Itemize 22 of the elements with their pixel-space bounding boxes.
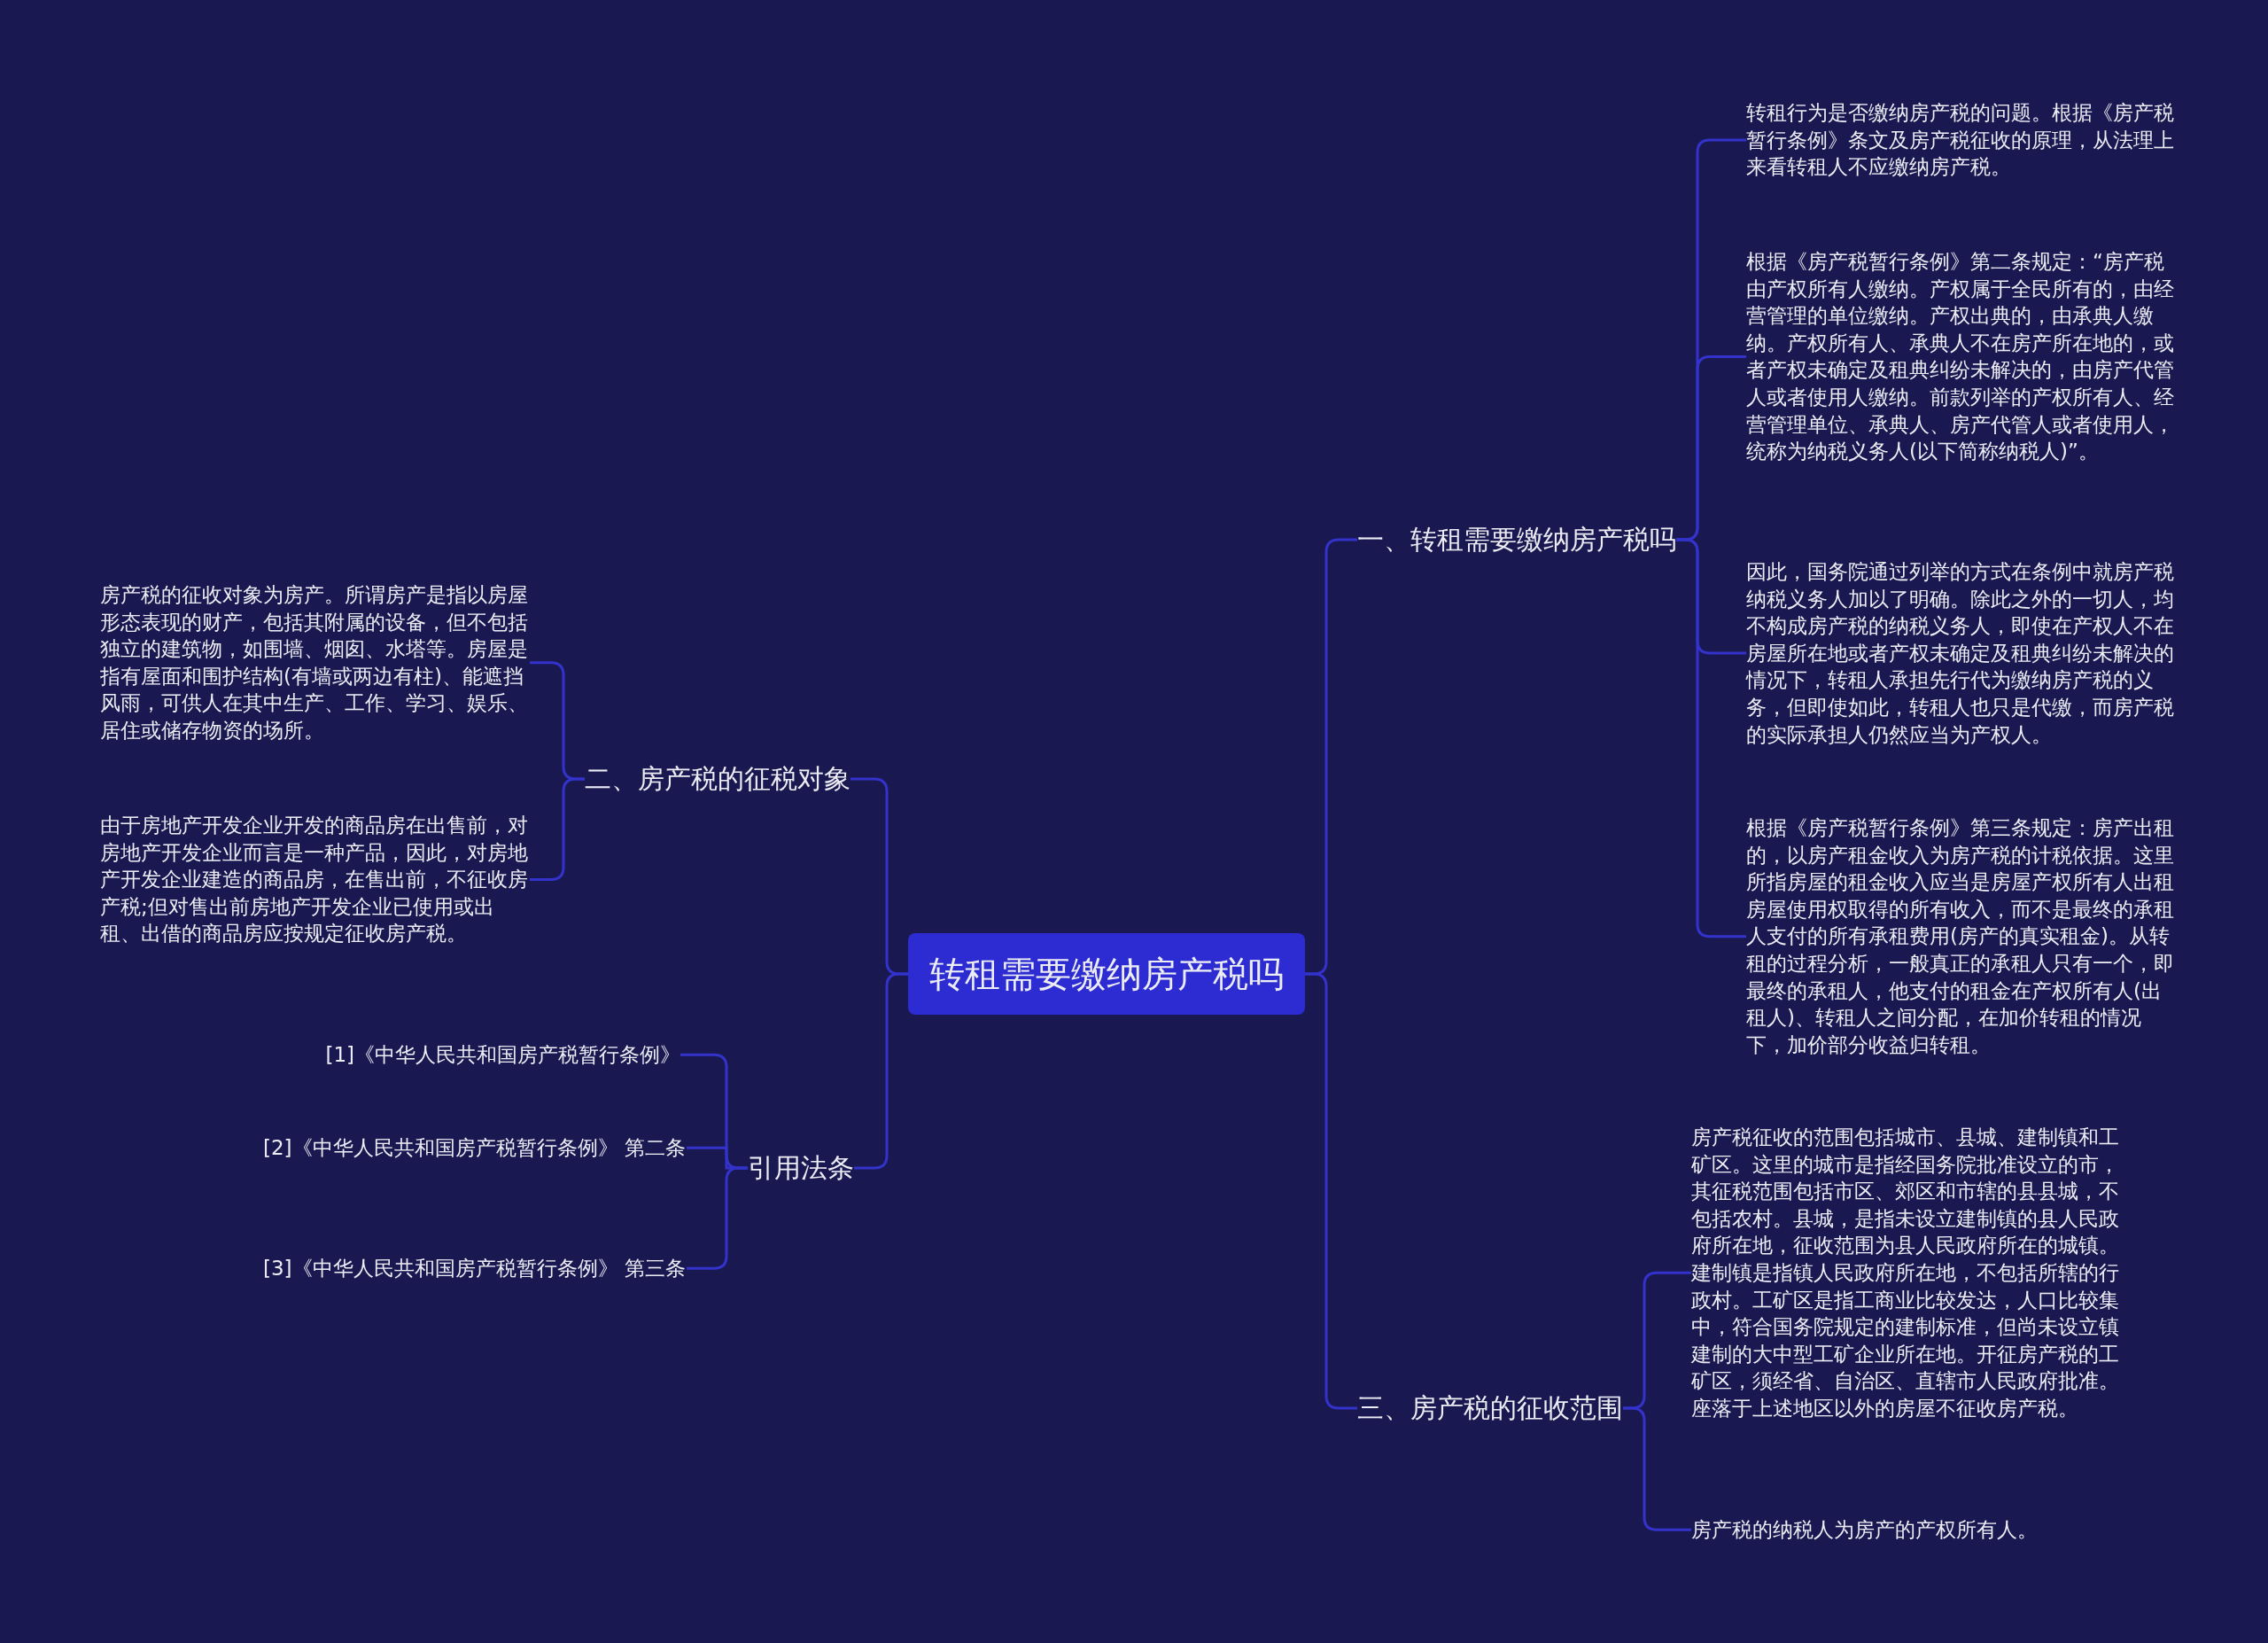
- note-text: 因此，国务院通过列举的方式在条例中就房产税纳税义务人加以了明确。除此之外的一切人，均不构成房产税的纳税义务人，即使在产权人不在房屋所在地或者产权未确定及租典纠纷未解决的情况下，转租人承担先行代为缴纳房产税的义务，但即使如此，转租人也只是代缴，而房产税的实际承担人仍然应当为产权人。: [1746, 558, 2176, 749]
- note-text: 房产税的征收对象为房产。所谓房产是指以房屋形态表现的财产，包括其附属的设备，但不包括独立的建筑物，如围墙、烟囱、水塔等。房屋是指有屋面和围护结构(有墙或两边有柱)、能遮挡风雨，可供人在其中生产、工作、学习、娱乐、居住或储存物资的场所。: [100, 581, 530, 744]
- branch-topic: 一、转租需要缴纳房产税吗: [1357, 522, 1676, 557]
- note-text: 房产税征收的范围包括城市、县城、建制镇和工矿区。这里的城市是指经国务院批准设立的市，其征税范围包括市区、郊区和市辖的县县城，不包括农村。县城，是指未设立建制镇的县人民政府所在地，征收范围为县人民政府所在的城镇。建制镇是指镇人民政府所在地，不包括所辖的行政村。工矿区是指工商业比较发达，人口比较集中，符合国务院规定的建制标准，但尚未设立镇建制的大中型工矿企业所在地。开征房产税的工矿区，须经省、自治区、直辖市人民政府批准。座落于上述地区以外的房屋不征收房产税。: [1691, 1124, 2121, 1422]
- connector-line: [1676, 538, 1746, 938]
- connector-line: [1623, 1406, 1691, 1531]
- note-text: 房产税的纳税人为房产的产权所有人。: [1691, 1516, 2121, 1544]
- branch-topic: 二、房产税的征税对象: [585, 761, 850, 797]
- connector-line: [530, 777, 585, 881]
- note-text: 转租行为是否缴纳房产税的问题。根据《房产税暂行条例》条文及房产税征收的原理，从法理上来看转租人不应缴纳房产税。: [1746, 99, 2176, 181]
- note-text: [2]《中华人民共和国房产税暂行条例》 第二条: [263, 1134, 687, 1162]
- branch-topic: 引用法条: [748, 1150, 854, 1186]
- branch-topic: 三、房产税的征收范围: [1357, 1390, 1623, 1426]
- note-text: 根据《房产税暂行条例》第二条规定：“房产税由产权所有人缴纳。产权属于全民所有的，由经营管理的单位缴纳。产权出典的，由承典人缴纳。产权所有人、承典人不在房产所在地的，或者产权未确定及租典纠纷未解决的，由房产代管人或者使用人缴纳。前款列举的产权所有人、经营管理单位、承典人、房产代管人或者使用人，统称为纳税义务人(以下简称纳税人)”。: [1746, 248, 2176, 465]
- connector-line: [1305, 972, 1357, 1410]
- central-topic-box: 转租需要缴纳房产税吗: [908, 933, 1305, 1015]
- note-text: [3]《中华人民共和国房产税暂行条例》 第三条: [263, 1255, 687, 1282]
- connector-line: [687, 1166, 748, 1270]
- note-text: 根据《房产税暂行条例》第三条规定：房产出租的，以房产租金收入为房产税的计税依据。这里所指房屋的租金收入应当是房屋产权所有人出租房屋使用权取得的所有收入，而不是最终的承租人支付的所有承租费用(房产的真实租金)。从转租的过程分析，一般真正的承租人只有一个，即最终的承租人，他支付的租金在产权所有人(出租人)、转租人之间分配，在加价转租的情况下，加价部分收益归转租。: [1746, 814, 2176, 1059]
- connector-line: [854, 972, 908, 1170]
- note-text: 由于房地产开发企业开发的商品房在出售前，对房地产开发企业而言是一种产品，因此，对房地产开发企业建造的商品房，在售出前，不征收房产税;但对售出前房地产开发企业已使用或出租、出借的商品房应按规定征收房产税。: [100, 812, 530, 947]
- note-text: [1]《中华人民共和国房产税暂行条例》: [257, 1041, 680, 1069]
